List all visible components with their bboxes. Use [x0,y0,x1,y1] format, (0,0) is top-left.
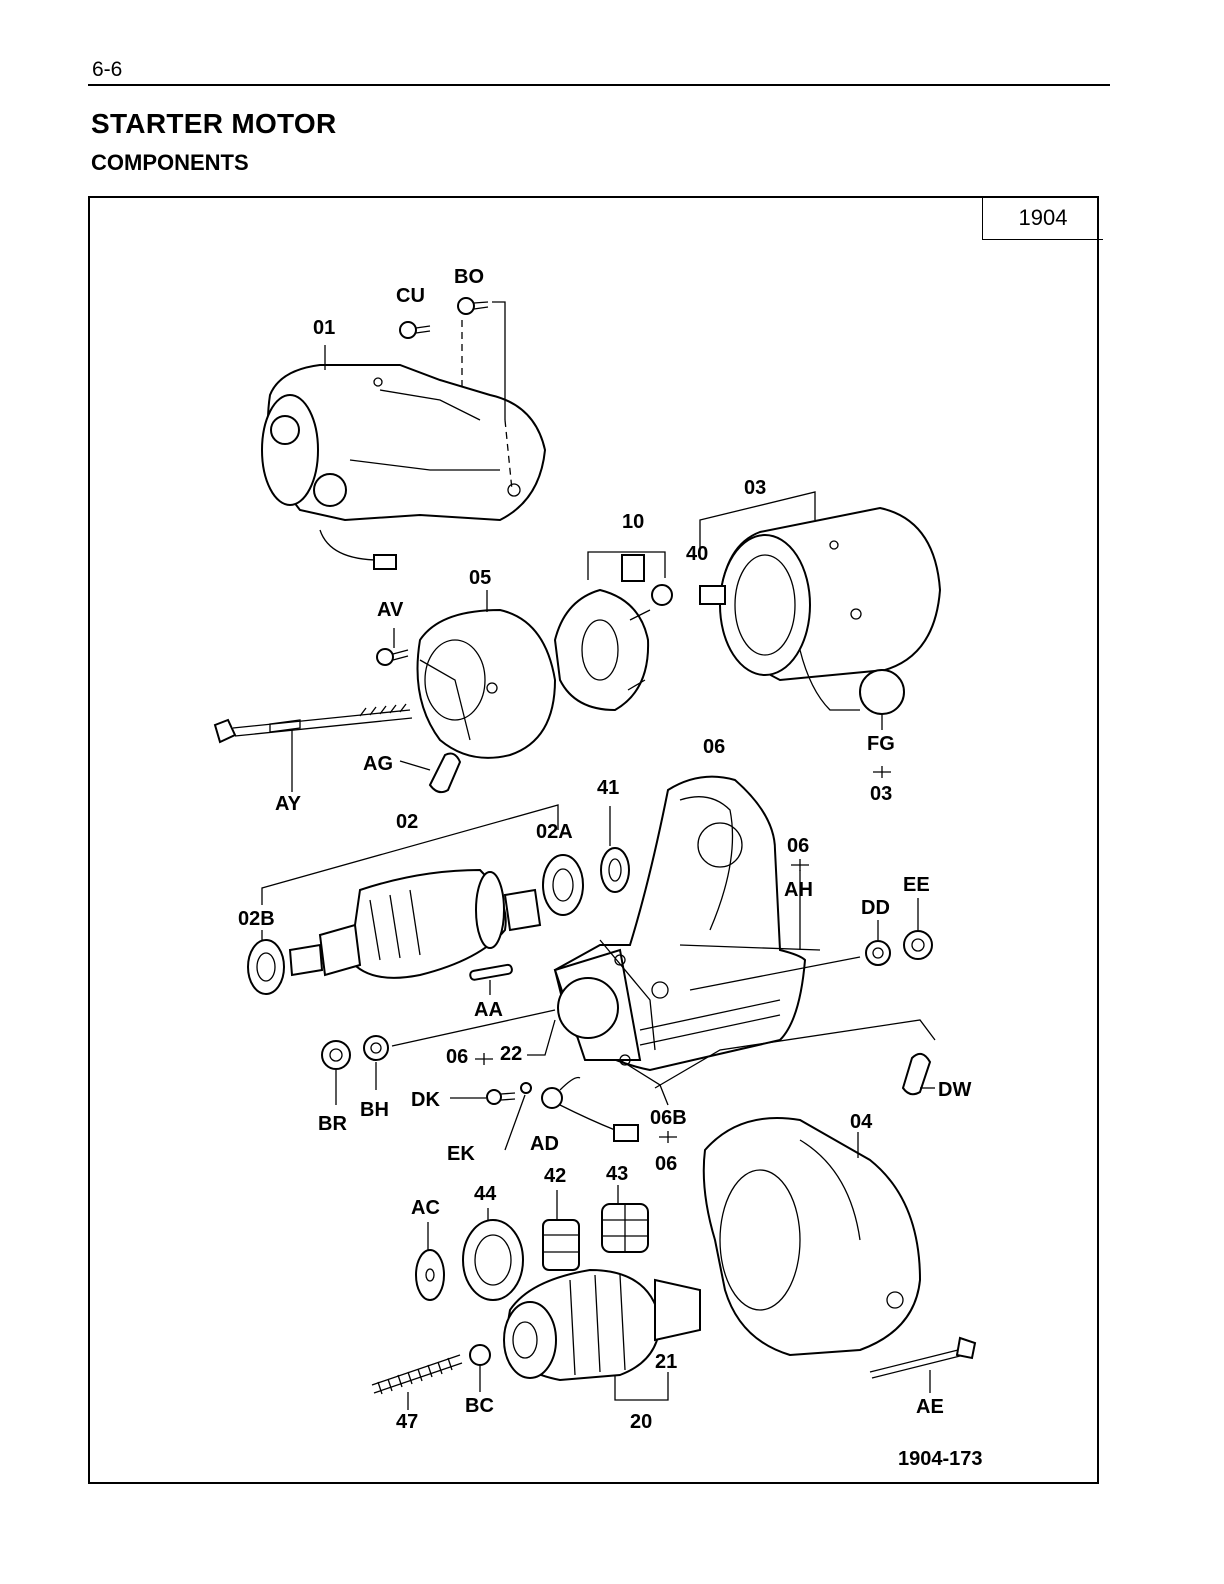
screw-av [377,649,408,665]
label-ad: AD [530,1133,559,1155]
key-aa [470,964,513,980]
label-ae: AE [916,1396,944,1418]
label-02a: 02A [536,821,573,843]
label-42: 42 [544,1165,566,1187]
label-47: 47 [396,1411,418,1433]
rubber-ag [430,754,460,793]
roller-43 [602,1204,648,1252]
nut-ee [904,931,932,959]
label-10: 10 [622,511,644,533]
label-06-22: 06 [446,1046,468,1068]
ball-bc [470,1345,490,1365]
label-ag: AG [363,753,393,775]
drive-housing-04 [704,1118,920,1355]
label-ek: EK [447,1143,475,1165]
label-ee: EE [903,874,930,896]
label-dk: DK [411,1089,440,1111]
brush-holder-10 [555,555,672,710]
label-06b: 06B [650,1107,687,1129]
spring-47 [372,1355,462,1394]
label-06-06b: 06 [655,1153,677,1175]
label-02: 02 [396,811,418,833]
bolt-bo [458,298,488,314]
label-ac: AC [411,1197,440,1219]
label-03: 03 [744,477,766,499]
washer-dd [866,941,890,965]
label-40: 40 [686,543,708,565]
label-dw: DW [938,1079,971,1101]
label-44: 44 [474,1183,497,1205]
starter-assembly-01 [262,365,545,569]
bearing-02b [248,940,284,994]
label-05: 05 [469,567,491,589]
label-22: 22 [500,1043,522,1065]
end-frame-05 [418,610,556,758]
label-ay: AY [275,793,302,815]
label-br: BR [318,1113,347,1135]
label-06-ah: 06 [787,835,809,857]
label-04: 04 [850,1111,873,1133]
label-02b: 02B [238,908,275,930]
label-43: 43 [606,1163,628,1185]
retainer-42 [543,1220,579,1270]
through-bolt-ay [215,704,412,742]
label-20: 20 [630,1411,652,1433]
label-ah: AH [784,879,813,901]
label-bo: BO [454,266,484,288]
washer-ac [416,1250,444,1300]
figure-number: 1904-173 [898,1448,983,1470]
label-21: 21 [655,1351,677,1373]
label-dd: DD [861,897,890,919]
label-01: 01 [313,317,335,339]
label-av: AV [377,599,404,621]
idle-gear-44 [463,1220,523,1300]
label-fg: FG [867,733,895,755]
nut-br [322,1041,350,1069]
label-bh: BH [360,1099,389,1121]
field-frame-03 [700,508,940,714]
bearing-02a [543,855,583,915]
bolt-cu [400,322,430,338]
bolt-ae [870,1338,975,1378]
label-06-housing: 06 [703,736,725,758]
label-aa: AA [474,999,503,1021]
label-cu: CU [396,285,425,307]
label-41: 41 [597,777,619,799]
housing-06 [555,777,820,1070]
washer-bh [364,1036,388,1060]
label-03-fg: 03 [870,783,892,805]
screw-dk [487,1083,531,1104]
washer-41 [601,848,629,892]
label-bc: BC [465,1395,494,1417]
lead-wire-ad [542,1078,638,1142]
armature-02 [290,870,540,978]
